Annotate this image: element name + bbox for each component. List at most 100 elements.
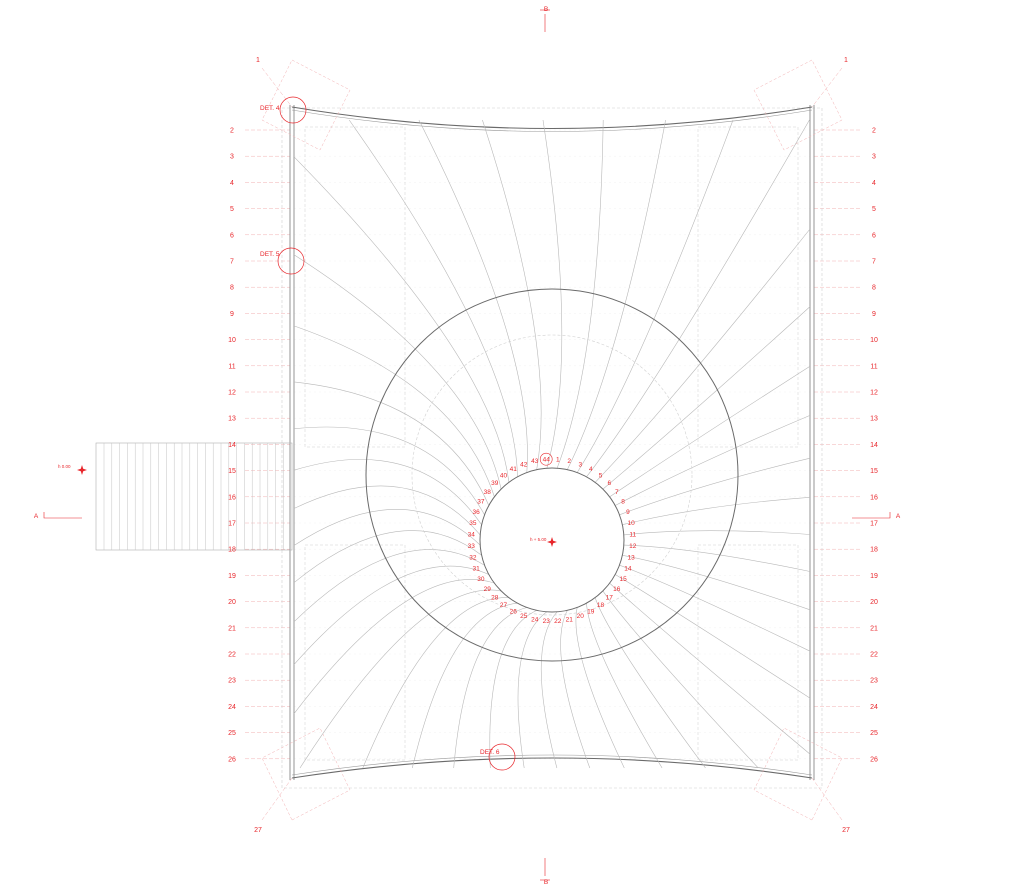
rib-number: 23 <box>543 618 551 625</box>
rib-number: 25 <box>520 613 528 620</box>
axis-label-right: 11 <box>870 363 877 370</box>
bottom-curved-beam <box>291 757 813 779</box>
rib-line <box>556 119 604 469</box>
axis-label-right: 21 <box>870 625 878 632</box>
rib-number: 8 <box>621 499 625 506</box>
rib-number: 34 <box>468 532 476 539</box>
section-a-right-label: A <box>896 513 901 520</box>
axis-label-right: 2 <box>872 128 876 135</box>
section-a-left-line <box>43 512 82 519</box>
rib-line <box>622 497 811 525</box>
rib-number: 6 <box>607 480 611 487</box>
rib-line <box>623 544 811 572</box>
axis-label-left: 18 <box>228 547 236 554</box>
rib-number: 20 <box>577 613 585 620</box>
rib-line <box>540 611 558 769</box>
axis-label-left: 25 <box>228 730 236 737</box>
axis-label-corner: 27 <box>254 827 262 834</box>
axis-label-right: 4 <box>872 180 876 187</box>
rib-line <box>453 607 527 769</box>
level-label-center: h + 5.00 <box>530 537 547 542</box>
rib-line <box>619 457 811 516</box>
rib-line <box>418 119 528 473</box>
rib-line <box>594 597 706 769</box>
axis-label-right: 23 <box>870 678 878 685</box>
corner-top-left <box>261 59 351 151</box>
rib-number: 22 <box>554 618 562 625</box>
axis-label-right: 14 <box>870 442 878 449</box>
rib-line <box>609 366 811 498</box>
diag-axis-tl <box>261 67 293 108</box>
rib-number: 32 <box>469 555 477 562</box>
rib-44-marker <box>539 452 553 466</box>
axis-grid-lines <box>245 129 862 760</box>
axis-label-right: 8 <box>872 285 876 292</box>
axis-label-left: 13 <box>228 416 236 423</box>
diag-axis-bl <box>261 777 293 821</box>
outer-ring <box>365 288 739 662</box>
rib-number: 15 <box>619 576 627 583</box>
axis-label-right: 16 <box>870 494 878 501</box>
rib-line <box>293 549 485 623</box>
rib-number: 17 <box>606 595 614 602</box>
rib-number: 27 <box>500 602 508 609</box>
rib-line <box>362 597 509 769</box>
corner-top-right <box>753 59 843 151</box>
axis-label-left: 6 <box>230 232 234 239</box>
rib-line <box>293 156 510 483</box>
panel-top-right <box>697 126 799 448</box>
rib-line <box>293 509 481 546</box>
rib-number: 18 <box>597 602 605 609</box>
rib-number: 13 <box>627 555 635 562</box>
stair-outline <box>95 442 293 551</box>
rib-number: 4 <box>589 466 593 473</box>
top-curved-beam-inner <box>291 109 813 132</box>
axis-label-left: 21 <box>228 625 236 632</box>
axis-label-right: 12 <box>870 390 878 397</box>
rib-number: 1 <box>556 457 560 464</box>
rib-line <box>602 306 811 490</box>
rib-line <box>299 589 502 769</box>
entry-stair <box>95 442 293 551</box>
rib-line <box>594 228 811 483</box>
rib-line <box>517 611 548 769</box>
rib-line <box>348 119 518 477</box>
axis-label-corner: 27 <box>842 827 850 834</box>
axis-label-right: 5 <box>872 206 876 213</box>
rib-number: 7 <box>615 489 619 496</box>
axis-label-left: 23 <box>228 678 236 685</box>
rib-line <box>586 603 663 769</box>
central-circles <box>365 288 739 662</box>
axis-label-left: 11 <box>228 363 235 370</box>
axis-label-left: 16 <box>228 494 236 501</box>
rib-number: 41 <box>510 466 518 473</box>
rib-number: 33 <box>468 543 476 550</box>
rib-line <box>293 254 502 490</box>
axis-label-right: 22 <box>870 652 878 659</box>
axis-label-left: 26 <box>228 756 236 763</box>
roof-structure <box>261 59 843 821</box>
rib-line <box>542 119 563 469</box>
detail-circle <box>277 247 305 275</box>
section-a-right-line <box>852 512 891 519</box>
rib-line <box>293 381 490 506</box>
rib-number: 14 <box>624 566 632 573</box>
rib-number: 37 <box>477 499 485 506</box>
axis-label-left: 20 <box>228 599 236 606</box>
rib-number: 38 <box>484 489 492 496</box>
rib-line <box>615 574 811 699</box>
axis-label-left: 4 <box>230 180 234 187</box>
axis-label-left: 17 <box>228 521 236 528</box>
section-b-bottom-label: B <box>544 879 548 886</box>
rib-line <box>293 485 481 536</box>
rib-number: 9 <box>626 509 630 516</box>
diag-axis-tr <box>811 67 843 108</box>
axis-label-right: 3 <box>872 154 876 161</box>
axis-label-right: 20 <box>870 599 878 606</box>
detail-circle <box>279 96 307 124</box>
rib-number: 11 <box>629 532 636 539</box>
axis-label-left: 7 <box>230 259 234 266</box>
rib-line <box>293 530 482 583</box>
section-b-top-label: B <box>544 6 548 13</box>
